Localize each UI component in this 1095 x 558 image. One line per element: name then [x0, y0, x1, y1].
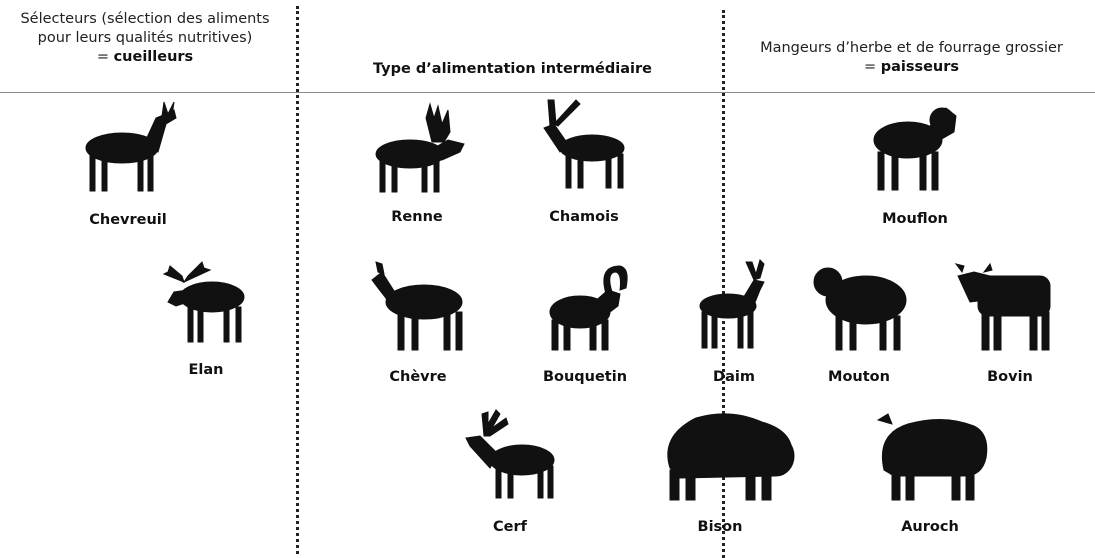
header-paisseurs-line2: = paisseurs: [728, 58, 1095, 77]
label-daim: Daim: [674, 369, 794, 385]
label-elan: Elan: [146, 362, 266, 378]
label-bovin: Bovin: [950, 369, 1070, 385]
bison-silhouette: [650, 408, 796, 504]
chevreuil-silhouette: [80, 100, 180, 195]
label-bison: Bison: [660, 519, 780, 535]
divider-left: [296, 6, 299, 554]
header-selecteurs-line2: pour leurs qualités nutritives): [0, 29, 290, 48]
elan-silhouette: [162, 252, 252, 344]
header-intermediaire-bold: Type d’alimentation intermédiaire: [373, 61, 652, 77]
header-paisseurs-line1: Mangeurs d’herbe et de fourrage grossier: [728, 39, 1095, 58]
daim-silhouette: [698, 260, 772, 350]
auroch-silhouette: [874, 410, 990, 502]
header-intermediaire: Type d’alimentation intermédiaire: [300, 60, 725, 79]
header-selecteurs-line3: = cueilleurs: [0, 48, 290, 67]
label-chevre: Chèvre: [358, 369, 478, 385]
label-mouflon: Mouflon: [855, 211, 975, 227]
header-paisseurs-bold: paisseurs: [881, 59, 959, 75]
bovin-silhouette: [954, 262, 1054, 352]
bouquetin-silhouette: [546, 260, 630, 352]
label-cerf: Cerf: [450, 519, 570, 535]
chamois-silhouette: [540, 96, 632, 190]
label-bouquetin: Bouquetin: [525, 369, 645, 385]
header-selecteurs-bold: cueilleurs: [114, 49, 194, 65]
header-paisseurs-prefix: =: [864, 59, 881, 75]
mouflon-silhouette: [870, 100, 960, 194]
label-auroch: Auroch: [870, 519, 990, 535]
renne-silhouette: [372, 102, 467, 194]
label-mouton: Mouton: [799, 369, 919, 385]
mouton-silhouette: [810, 260, 908, 352]
label-renne: Renne: [357, 209, 477, 225]
header-selecteurs-prefix: =: [97, 49, 114, 65]
cerf-silhouette: [462, 410, 558, 500]
label-chevreuil: Chevreuil: [68, 212, 188, 228]
label-chamois: Chamois: [524, 209, 644, 225]
header-paisseurs: Mangeurs d’herbe et de fourrage grossier…: [728, 39, 1095, 77]
chevre-silhouette: [370, 262, 466, 352]
header-selecteurs: Sélecteurs (sélection des aliments pour …: [0, 10, 290, 67]
header-selecteurs-line1: Sélecteurs (sélection des aliments: [0, 10, 290, 29]
header-rule: [0, 92, 1095, 93]
